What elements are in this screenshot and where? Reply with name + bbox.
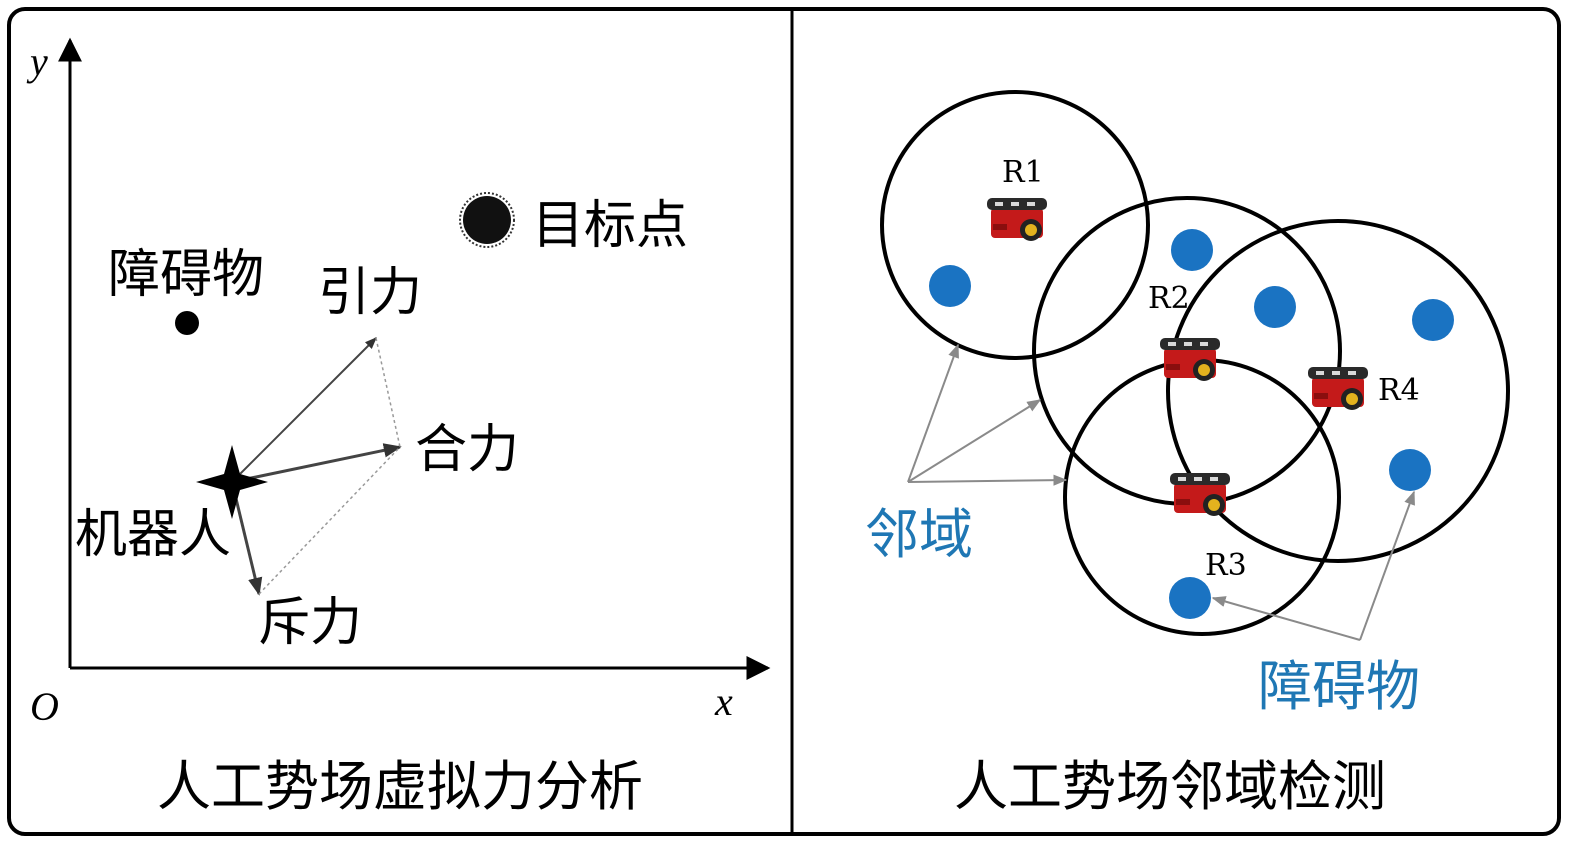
resultant-label: 合力 [415,420,519,480]
origin-label: O [30,684,59,729]
neighborhood-circle-r4 [1166,219,1510,563]
target-point-halo [459,192,515,248]
attraction-label: 引力 [318,263,422,323]
obstacle-dot [1254,286,1296,328]
neighborhood-circle-r1 [880,90,1150,360]
left-panel: y x O 目标点 障碍物 引力 合力 机器人 斥力 人工势场虚拟力分析 [26,37,771,818]
obstacle-marker [175,311,199,335]
obstacle-dot [1169,577,1211,619]
parallelogram-edge-2 [258,446,401,595]
obstacle-label: 障碍物 [108,245,264,305]
outer-frame [7,7,1561,836]
obstacle-annotation-label: 障碍物 [1258,655,1420,718]
neighborhood-label: 邻域 [865,503,973,566]
robot-label-r2: R2 [1148,281,1190,316]
right-panel: R1 R2 R3 R4 邻域 障碍物 人工势场邻域检测 [865,90,1510,818]
robot-r4-icon [1308,367,1368,410]
x-axis-label: x [714,679,733,724]
resultant-vector [231,443,402,484]
left-caption: 人工势场虚拟力分析 [157,755,643,818]
robot-star-marker [196,445,268,519]
obstacle-dot [1171,229,1213,271]
robot-r3-icon [1170,473,1230,516]
target-point-marker [463,196,511,244]
robot-label-r1: R1 [1002,155,1044,190]
repulsion-label: 斥力 [258,593,362,653]
target-label: 目标点 [532,196,688,256]
robot-r2-icon [1160,338,1220,381]
robot-label: 机器人 [75,505,231,565]
obstacle-dot [1389,449,1431,491]
neighborhood-pointer [907,474,1068,486]
obstacle-pointer [1211,596,1361,641]
y-axis-label: y [26,39,48,84]
robot-r1-icon [987,198,1047,241]
neighborhood-pointer [907,399,1042,483]
robot-label-r4: R4 [1378,373,1420,408]
right-caption: 人工势场邻域检测 [954,755,1386,818]
robot-label-r3: R3 [1205,548,1247,583]
obstacle-dot [929,265,971,307]
parallelogram-edge-1 [375,337,401,448]
attraction-vector [231,337,377,483]
neighborhood-pointer [907,343,959,483]
obstacle-pointer [1359,490,1415,641]
obstacle-dot [1412,299,1454,341]
